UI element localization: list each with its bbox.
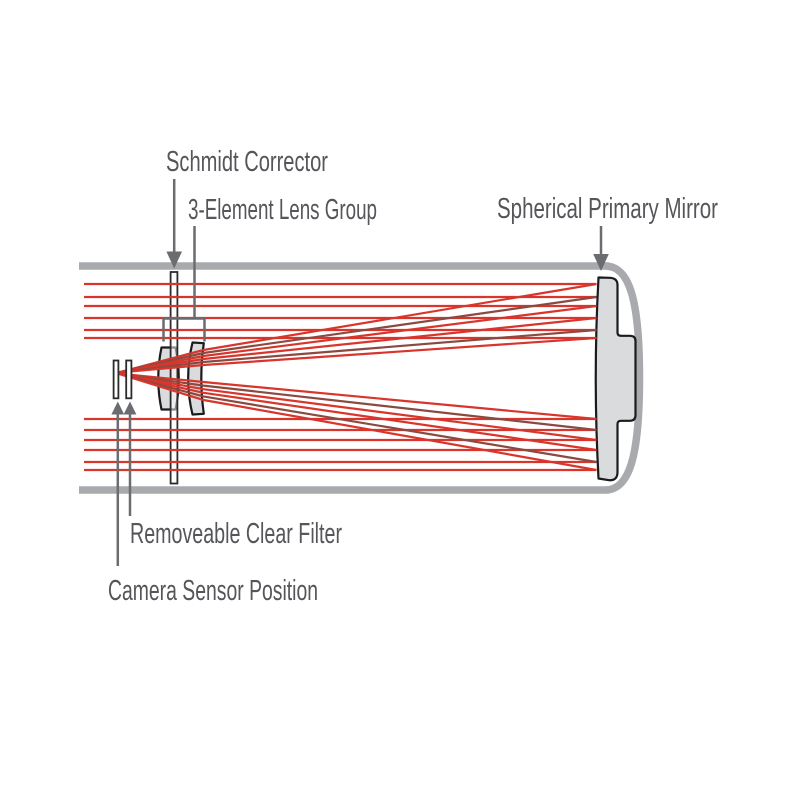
primary-mirror [594, 276, 637, 482]
telescope-tube [79, 262, 644, 494]
reflected-ray [117, 372, 597, 421]
reflected-ray [117, 372, 597, 452]
primary-mirror-pointer [593, 226, 609, 271]
arrow-up-icon [123, 401, 137, 415]
schmidt-corrector-plate [169, 271, 179, 485]
incoming-rays-bottom [84, 417, 597, 472]
camera-sensor-plate [112, 359, 120, 400]
label-camera-sensor: Camera Sensor Position [108, 575, 318, 607]
label-lens-group: 3-Element Lens Group [188, 194, 377, 226]
label-clear-filter: Removeable Clear Filter [130, 518, 342, 550]
arrow-down-icon [593, 254, 609, 271]
clear-filter-plate [125, 359, 133, 400]
label-schmidt-corrector: Schmidt Corrector [166, 146, 328, 178]
reflected-rays-bottom [117, 372, 597, 472]
arrow-up-icon [111, 401, 125, 415]
reflected-ray [117, 372, 597, 432]
reflected-ray [117, 372, 597, 442]
label-primary-mirror: Spherical Primary Mirror [497, 193, 718, 225]
reflected-ray [117, 372, 597, 472]
incoming-rays-top [84, 282, 597, 340]
clear-filter-pointer [123, 401, 137, 516]
arrow-down-icon [166, 251, 182, 269]
bracket-icon [162, 317, 206, 342]
reflected-ray [117, 336, 597, 374]
schmidt-corrector-pointer [166, 179, 182, 269]
lens-group-pointer [162, 226, 206, 342]
reflected-rays-top [117, 282, 597, 374]
camera-sensor-pointer [111, 401, 125, 566]
tube-rear-cap [605, 262, 644, 494]
reflected-ray [117, 372, 597, 464]
